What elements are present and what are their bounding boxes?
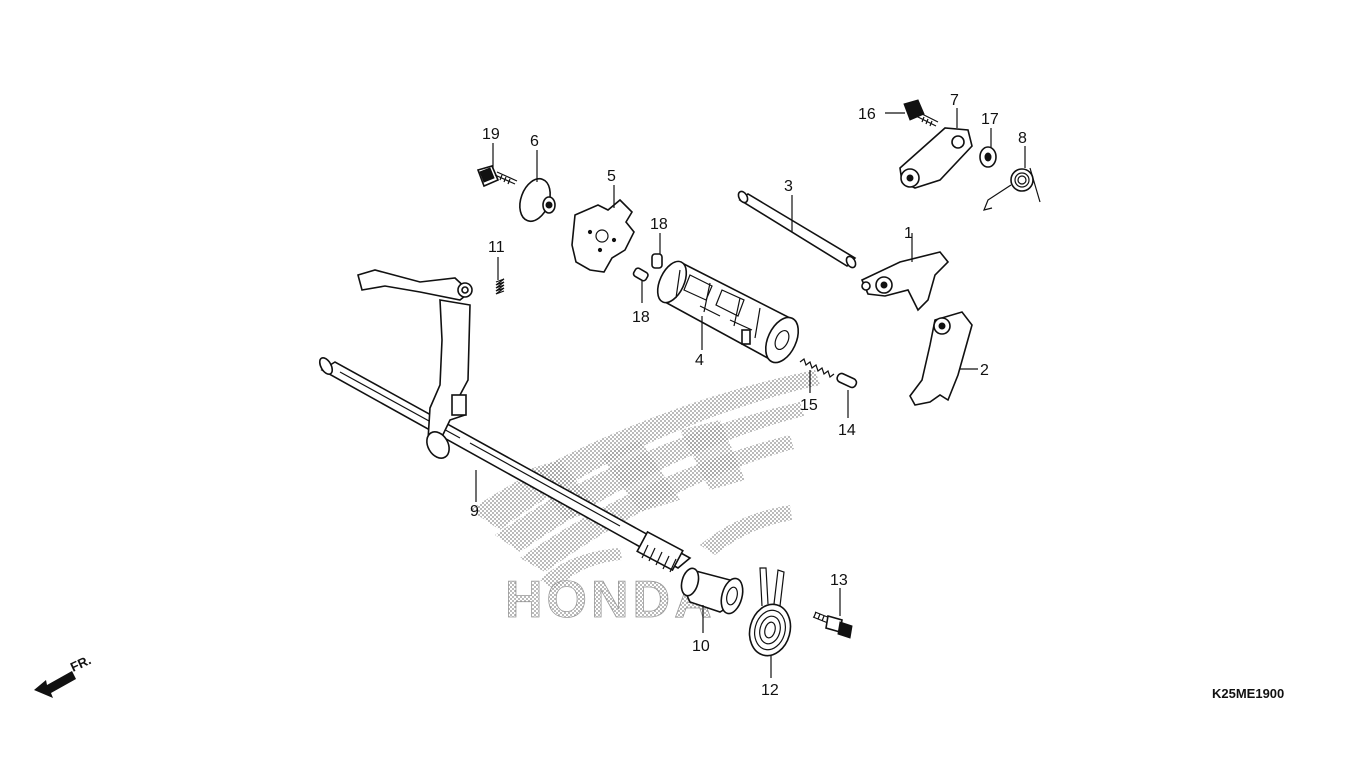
callout-18-lower: 18 [632, 309, 650, 326]
front-label: FR. [68, 652, 93, 674]
callout-12: 12 [761, 682, 779, 699]
callout-17: 17 [981, 111, 999, 128]
callout-numbers: 1 2 3 4 5 6 7 8 9 10 11 12 13 14 15 16 1… [470, 92, 1027, 699]
callout-4: 4 [695, 352, 704, 369]
part-18-pin-lower [632, 267, 649, 282]
honda-wordmark-watermark: HONDA [505, 571, 716, 630]
callout-18-upper: 18 [650, 216, 668, 233]
watermark-text: HONDA [505, 571, 716, 629]
part-11-spring [495, 278, 505, 295]
callout-13: 13 [830, 572, 848, 589]
part-2-shift-fork [909, 311, 973, 406]
part-10-collar [680, 567, 744, 615]
callout-11: 11 [488, 239, 505, 256]
part-8-return-spring [983, 167, 1041, 211]
callout-1: 1 [904, 225, 913, 242]
callout-6: 6 [530, 133, 539, 150]
leader-lines [475, 108, 1026, 678]
callout-8: 8 [1018, 130, 1027, 147]
callout-14: 14 [838, 422, 856, 439]
part-18-pin-upper [651, 253, 663, 269]
part-13-pin-bolt [812, 611, 853, 639]
part-4-shift-drum [656, 260, 800, 364]
drawing-code: K25ME1900 [1212, 686, 1284, 701]
part-7-stopper-arm [899, 127, 973, 189]
part-9-gearshift-spindle [318, 269, 692, 573]
part-1-shift-fork [860, 251, 950, 312]
callout-16: 16 [858, 106, 876, 123]
front-arrow-icon: FR. [34, 652, 93, 698]
part-14-pin [836, 372, 858, 389]
callout-10: 10 [692, 638, 710, 655]
part-12-spring [748, 567, 792, 657]
callout-15: 15 [800, 397, 818, 414]
part-3-fork-shaft [737, 190, 857, 269]
callout-9: 9 [470, 503, 479, 520]
callout-2: 2 [980, 362, 989, 379]
callout-19: 19 [482, 126, 500, 143]
part-17-collar [979, 146, 997, 168]
callout-5: 5 [607, 168, 616, 185]
part-16-bolt [903, 99, 939, 127]
part-19-bolt [476, 165, 518, 188]
part-6-stopper-plate [519, 177, 556, 223]
part-5-shift-drum-plate [571, 198, 635, 273]
callout-3: 3 [784, 178, 793, 195]
callout-7: 7 [950, 92, 959, 109]
part-15-spring [799, 358, 835, 378]
